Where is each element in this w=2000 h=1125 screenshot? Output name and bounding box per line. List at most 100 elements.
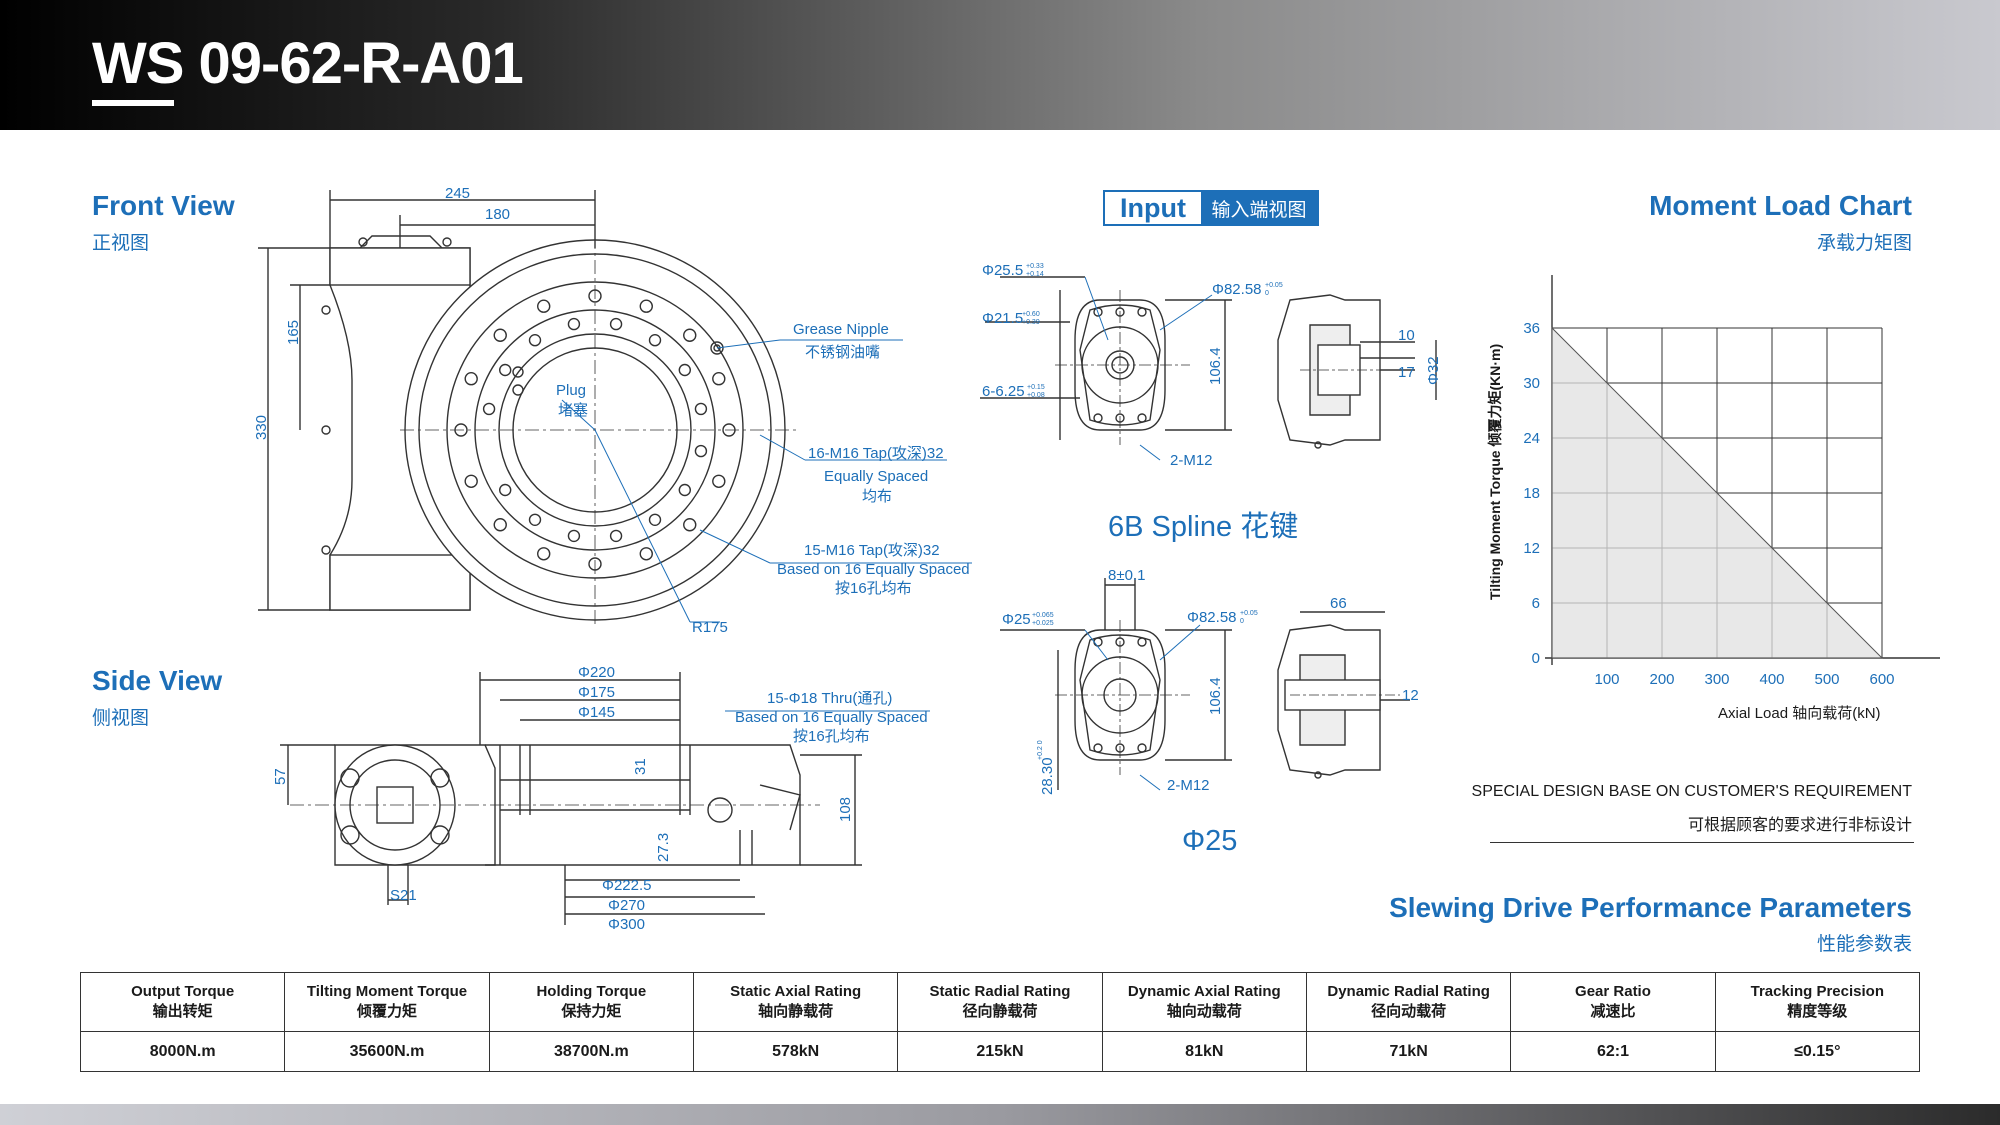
chart-ytick: 12 [1523,540,1540,557]
bolt-hole-outer [639,299,653,313]
spline-106-4: 106.4 [1207,347,1224,385]
param-header-en: Dynamic Radial Rating [1327,983,1490,1000]
dim-d222-5: Φ222.5 [602,877,652,894]
chart-load-area [1551,326,1884,659]
dim-s21: S21 [390,887,417,904]
side-view-title: Side View [92,665,223,696]
thru-label: 15-Φ18 Thru(通孔) [767,690,892,707]
chart-xtick: 600 [1869,671,1894,688]
spline-d21-5-tol-dn: +0.39 [1022,319,1040,326]
param-header-zh: 径向静载荷 [962,1003,1038,1020]
front-view-subtitle: 正视图 [92,233,150,254]
moment-chart-subtitle: 承载力矩图 [1816,233,1912,254]
bolt-hole-inner [678,483,691,497]
shaft-labels: 8±0.1 Φ25 +0.065 +0.025 Φ82.58 +0.05 0 1… [1002,567,1419,795]
shaft-d82-58-tol-up: +0.05 [1240,610,1258,617]
custom-design-note-zh: 可根据顾客的要求进行非标设计 [1687,817,1912,834]
bolt-hole-inner [609,317,623,331]
chart-xtick: 500 [1814,671,1839,688]
chart-xtick: 200 [1649,671,1674,688]
front-view-drawing [258,190,972,625]
shaft-28-30-tol: +0.2 0 [1037,740,1044,760]
spline-dim-17: 17 [1398,364,1415,381]
chart-ytick: 18 [1523,485,1540,502]
dim-d175: Φ175 [578,684,615,701]
bolt-hole-outer [683,328,697,342]
shaft-dim-66: 66 [1330,595,1347,612]
performance-title: Slewing Drive Performance Parameters [1389,892,1912,923]
dim-108: 108 [837,797,854,822]
param-value: 38700N.m [488,1031,694,1072]
param-header-zh: 轴向静载荷 [758,1003,834,1020]
bolt-hole-outer [537,547,551,561]
bolt-hole-inner [694,444,708,458]
bolt-hole-outer [639,547,653,561]
spline-caption: 6B Spline 花键 [1108,511,1299,543]
thru-label-2: Based on 16 Equally Spaced [735,709,928,726]
performance-subtitle: 性能参数表 [1816,934,1912,955]
tap15-label: 15-M16 Tap(攻深)32 [804,542,940,559]
param-value: 578kN [692,1031,899,1072]
bolt-hole-inner [648,334,662,347]
bolt-hole-inner [528,513,542,526]
note-divider [1490,842,1914,843]
chart-xtick: 400 [1759,671,1784,688]
dim-d220: Φ220 [578,664,615,681]
moment-chart-title: Moment Load Chart [1649,190,1912,221]
bolt-hole-inner [499,483,512,497]
footer-bar [0,1104,2000,1125]
bolt-hole-inner [678,363,691,377]
shaft-d82-58-tol-dn: 0 [1240,618,1244,625]
dim-d145: Φ145 [578,704,615,721]
bolt-hole-inner [567,317,581,331]
shaft-28-30: 28.30 [1039,757,1056,795]
shaft-d82-58: Φ82.58 [1187,609,1237,626]
shaft-d25-tol-dn: +0.025 [1032,620,1054,627]
dim-d300: Φ300 [608,916,645,933]
bolt-hole-outer [712,372,726,386]
param-value: 62:1 [1510,1031,1716,1072]
dim-330: 330 [253,415,270,440]
grease-nipple-label: Grease Nipple [793,321,889,338]
custom-design-note: SPECIAL DESIGN BASE ON CUSTOMER'S REQUIR… [1471,783,1912,800]
param-header-en: Static Radial Rating [929,983,1071,1000]
param-header-zh: 精度等级 [1787,1003,1848,1020]
model-underline [92,100,174,106]
bolt-hole-outer [464,372,478,386]
tap15-label-2: Based on 16 Equally Spaced [777,561,970,578]
shaft-input-drawing [1000,578,1410,791]
dim-180: 180 [485,206,510,223]
spline-d21-5: Φ21.5 [982,310,1023,327]
bolt-hole-outer [683,518,697,532]
plug-label: Plug [556,382,586,399]
spline-6-6-25: 6-6.25 [982,383,1025,400]
tap16-label-2: Equally Spaced [824,468,928,485]
tap15-label-3: 按16孔均布 [835,580,912,597]
param-value: 215kN [897,1031,1103,1072]
spline-d32: Φ32 [1425,356,1442,385]
front-view-labels: 245 180 165 330 Grease Nipple 不锈钢油嘴 Plug… [253,185,970,636]
param-header-en: Dynamic Axial Rating [1127,983,1281,1000]
dim-31: 31 [632,758,649,775]
shaft-dim-12: 12 [1402,687,1419,704]
chart-ytick: 24 [1523,430,1540,447]
bolt-hole-inner [648,513,662,526]
chart-xtick: 300 [1704,671,1729,688]
param-header-en: Holding Torque [536,983,647,1000]
r175-label: R175 [692,619,728,636]
param-header: Static Radial Rating 径向静载荷 [897,972,1103,1032]
shaft-8: 8±0.1 [1108,567,1145,584]
front-view-title: Front View [92,190,235,221]
param-header-en: Tilting Moment Torque [306,983,468,1000]
param-value: 81kN [1101,1031,1307,1072]
bolt-hole-outer [712,474,726,488]
